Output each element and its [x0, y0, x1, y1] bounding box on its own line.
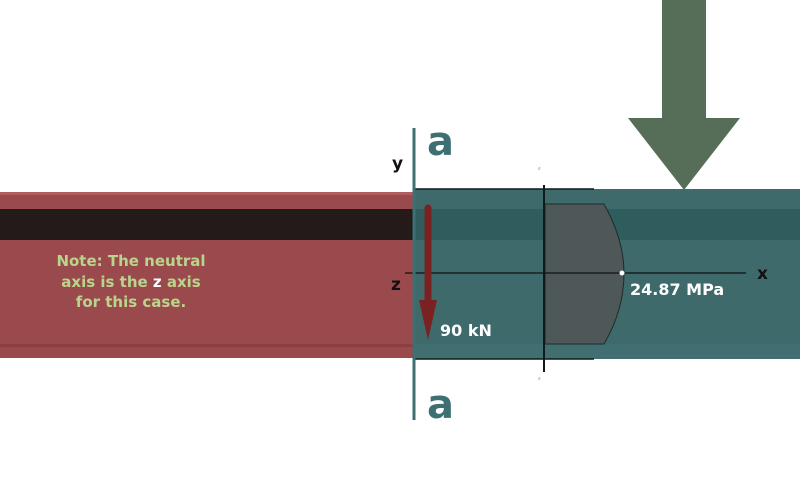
beam-left-flange [0, 209, 414, 240]
y-axis-label: y [392, 154, 403, 174]
note-line-2: axis is the z axis [61, 273, 201, 291]
load-arrow [628, 0, 740, 190]
stress-value-label: 24.87 MPa [630, 280, 724, 299]
section-label-bottom: a [427, 382, 454, 428]
shear-force-head [419, 300, 437, 340]
tiny-mark-top: σ [538, 166, 541, 171]
x-axis-label: x [757, 264, 768, 284]
note-line-2-pre: axis is the [61, 273, 153, 291]
stress-block [544, 203, 625, 345]
note-line-1: Note: The neutral [56, 252, 205, 270]
shear-force-label: 90 kN [440, 321, 492, 340]
beam-right-bottom-band [414, 344, 800, 359]
note-line-2-post: axis [162, 273, 201, 291]
note-line-2-em: z [153, 273, 162, 291]
tiny-mark-bottom: σ [538, 376, 541, 381]
beam-left-bottom-edge [0, 344, 414, 347]
z-axis-label: z [391, 275, 401, 295]
section-label-top: a [427, 119, 454, 165]
stress-point [619, 270, 625, 276]
beam-left-top-edge [0, 192, 414, 195]
note-line-3: for this case. [76, 293, 186, 311]
